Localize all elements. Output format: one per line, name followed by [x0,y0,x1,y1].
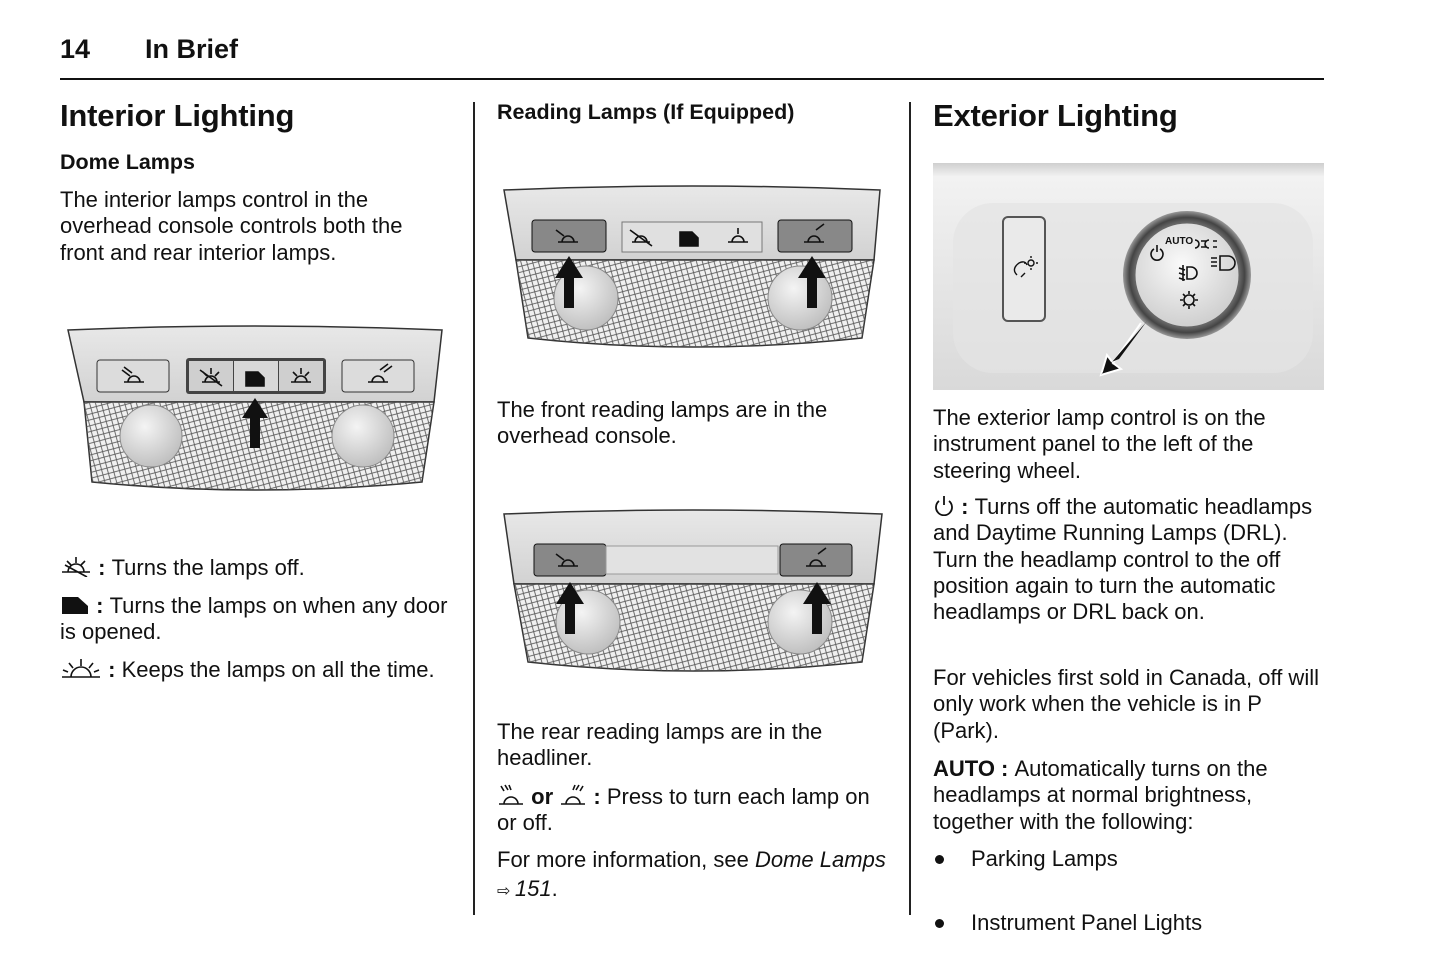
header-rule [60,78,1324,80]
exterior-lighting-title: Exterior Lighting [933,98,1178,133]
pointer-arrow [242,398,268,448]
bullet-icon [935,855,944,864]
auto-dial-label: AUTO [1165,236,1193,247]
column-divider [909,102,911,915]
exterior-intro-text: The exterior lamp control is on the inst… [933,405,1266,483]
front-reading-console-illustration [503,185,881,348]
canada-note: For vehicles first sold in Canada, off w… [933,665,1319,743]
column-divider [473,102,475,915]
dimmer-icon [1013,256,1038,278]
interior-lighting-title: Interior Lighting [60,98,295,133]
rear-reading-text: The rear reading lamps are in the headli… [497,719,823,771]
right-reading-lamp-icon [561,784,586,805]
drl-icon [1194,239,1217,249]
list-item: Parking Lamps [933,846,1366,872]
dome-console-illustration [67,325,443,491]
rear-reading-console-illustration [503,509,883,672]
high-beam-icon [1211,255,1236,271]
dome-off-item: : Turns the lamps off. [60,555,460,581]
dome-on-icon [62,659,100,678]
door-icon [62,597,88,614]
headlamp-control-illustration: AUTO [933,163,1324,390]
left-dome-lens [119,404,183,468]
dome-intro-text: The interior lamps control in the overhe… [60,187,403,265]
auto-item: AUTO : Automatically turns on the headla… [933,756,1268,834]
parking-lamp-icon [1180,291,1198,309]
fog-lamp-icon [1178,265,1198,281]
off-position-icon [1150,245,1164,261]
dome-on-item: : Keeps the lamps on all the time. [60,657,440,683]
right-pointer-arrow [798,256,826,308]
dimmer-switch[interactable] [1002,216,1046,322]
left-reading-lamp-icon [499,784,523,805]
off-position-item: : Turns off the automatic headlamps and … [933,494,1313,625]
page-number: 14 [60,34,91,64]
list-item: Instrument Panel Lights [933,910,1366,936]
door-item: : Turns the lamps on when any door is op… [60,593,448,645]
right-dome-lens [331,404,395,468]
more-info-text: For more information, see Dome Lamps ⇨ 1… [497,847,886,902]
left-pointer-arrow [555,256,583,308]
power-off-icon [935,496,953,516]
page-ref[interactable]: 151 [514,876,552,902]
dome-lamps-link[interactable]: Dome Lamps [754,847,886,872]
reading-press-item: or : Press to turn each lamp on or off. [497,784,870,836]
dome-off-icon [62,557,90,577]
dome-lamps-heading: Dome Lamps [60,150,196,174]
section-title: In Brief [145,34,239,64]
bullet-icon [935,919,944,929]
page-ref-arrow-icon: ⇨ [497,883,515,901]
reading-lamps-heading: Reading Lamps (If Equipped) [497,100,795,124]
front-reading-text: The front reading lamps are in the overh… [497,397,828,449]
